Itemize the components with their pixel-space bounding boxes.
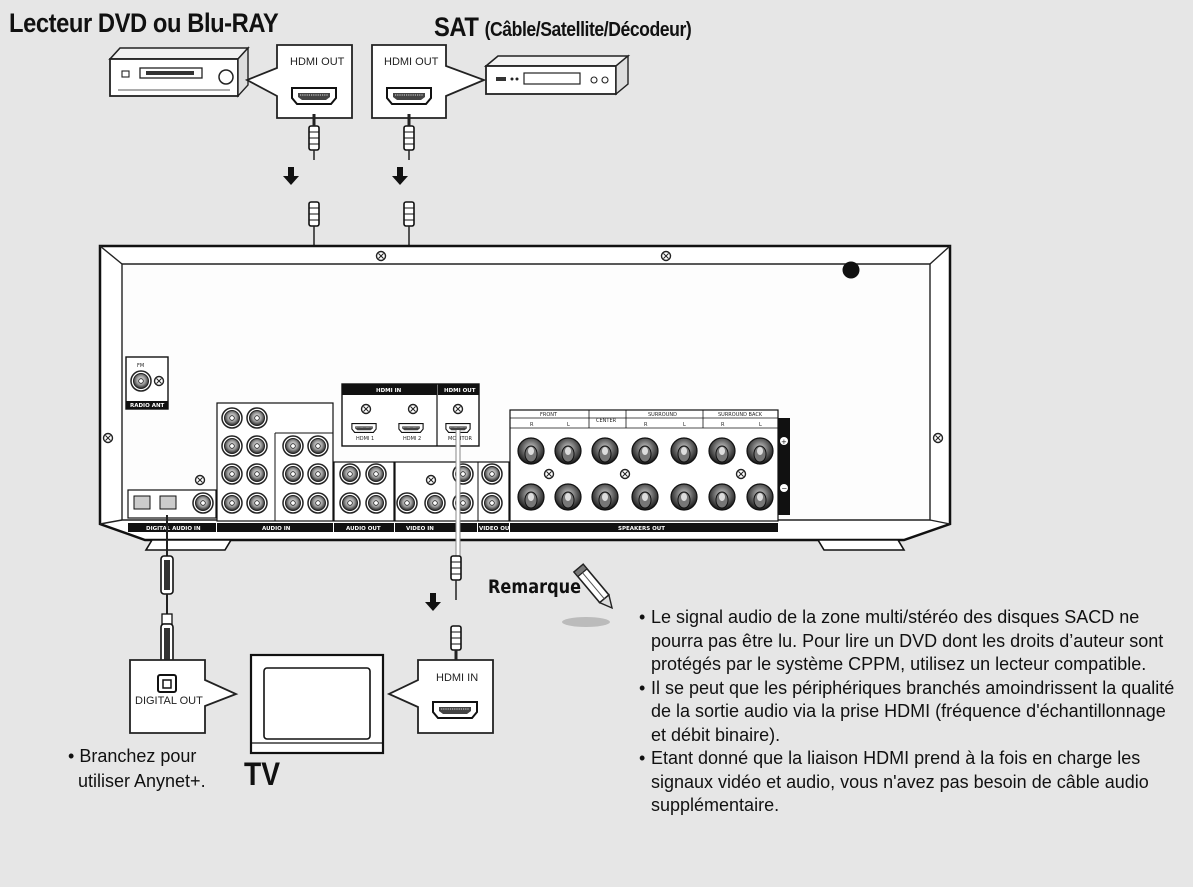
surround-r-label: R [644, 422, 648, 428]
center-label: CENTER [596, 418, 617, 424]
hdmi-in-header: HDMI IN [376, 388, 402, 394]
surround-back-label: SURROUND BACK [718, 412, 763, 418]
dvd-hdmi-callout [244, 44, 353, 119]
note-heading: Remarque [488, 576, 582, 598]
svg-text:−: − [782, 485, 788, 493]
note-item: Le signal audio de la zone multi/stéréo … [639, 606, 1182, 677]
sat-title-sub: (Câble/Satellite/Décodeur) [484, 19, 692, 41]
sat-hdmi-out-label: HDMI OUT [384, 56, 439, 68]
pencil-note-icon [562, 563, 614, 627]
tv-hdmi-in-callout [386, 659, 494, 734]
speakers-out-label: SPEAKERS OUT [618, 526, 665, 532]
dvd-hdmi-out-label: HDMI OUT [290, 56, 345, 68]
surround-label: SURROUND [648, 412, 677, 418]
surround-back-l-label: L [759, 422, 762, 428]
hdmi1-label: HDMI 1 [356, 436, 374, 442]
anynet-note-text: Branchez pour utiliser Anynet+. [78, 746, 206, 791]
tv-digital-out-label: DIGITAL OUT [135, 695, 203, 707]
digital-audio-in-label: DIGITAL AUDIO IN [146, 526, 201, 532]
sat-title: SAT (Câble/Satellite/Décodeur) [434, 12, 692, 43]
sat-title-main: SAT [434, 12, 479, 42]
hdmi2-label: HDMI 2 [403, 436, 421, 442]
note-list: Le signal audio de la zone multi/stéréo … [639, 606, 1182, 818]
front-l-label: L [567, 422, 570, 428]
front-label: FRONT [540, 412, 558, 418]
tv-title: TV [244, 756, 280, 792]
surround-back-r-label: R [721, 422, 725, 428]
radio-ant-label: RADIO ANT [130, 403, 165, 409]
sat-hdmi-callout [371, 44, 487, 119]
fm-label: FM [137, 363, 144, 369]
video-out-label: VIDEO OUT [479, 526, 513, 532]
receiver-rear-panel: RADIO ANT FM HDMI IN HDMI OUT HDMI 1 HDM… [98, 244, 952, 551]
dvd-player-illustration [108, 46, 250, 98]
tv-digital-out-callout [129, 659, 239, 734]
note-item: Il se peut que les périphériques branché… [639, 677, 1182, 748]
dvd-player-title: Lecteur DVD ou Blu-RAY [9, 8, 279, 38]
tv-hdmi-in-label: HDMI IN [436, 672, 479, 684]
audio-out-label: AUDIO OUT [346, 526, 381, 532]
video-in-label: VIDEO IN [406, 526, 434, 532]
note-item: Etant donné que la liaison HDMI prend à … [639, 747, 1182, 818]
audio-in-label: AUDIO IN [262, 526, 291, 532]
anynet-note: • Branchez pour utiliser Anynet+. [68, 746, 206, 791]
svg-text:+: + [781, 438, 787, 446]
surround-l-label: L [683, 422, 686, 428]
sat-box-illustration [483, 54, 631, 96]
hdmi-out-header: HDMI OUT [444, 388, 476, 394]
tv-illustration [249, 653, 385, 755]
front-r-label: R [530, 422, 534, 428]
